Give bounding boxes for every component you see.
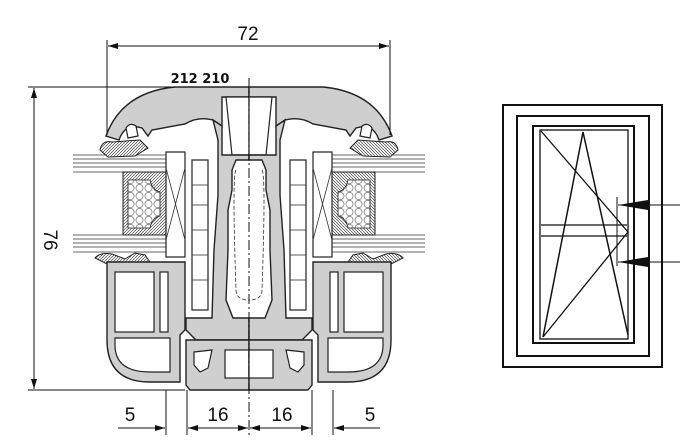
profile-section [73, 78, 426, 438]
window-outer-frame [502, 104, 663, 368]
dimension-bottom-right-offset: 5 [365, 405, 376, 426]
frame-chamber-upper [114, 271, 155, 333]
dimension-width-label: 72 [237, 24, 258, 45]
frame-chamber-lower [114, 337, 171, 373]
dimension-height-label: 76 [39, 229, 60, 250]
base-chamber [224, 349, 250, 379]
dimension-bottom-right-center: 16 [271, 405, 292, 426]
tilt-indicator [542, 131, 629, 338]
bottom-gasket [94, 252, 151, 265]
dimension-bottom-left-center: 16 [207, 405, 228, 426]
glass-pane-inner [73, 234, 166, 253]
base-hook [193, 349, 213, 373]
arrow-upper [618, 200, 680, 210]
frame-chamber-slot [159, 271, 169, 333]
desiccant-spacer [127, 179, 161, 229]
window-elevation [502, 104, 680, 368]
sash-frame [532, 125, 635, 344]
dimension-bottom-left-offset: 5 [125, 405, 136, 426]
glazing-block [165, 151, 186, 258]
arrow-lower [618, 257, 680, 267]
window-inner-frame [516, 115, 650, 357]
glass-pane-outer [73, 154, 166, 173]
dimension-bottom: 5 16 16 5 [118, 390, 380, 435]
sash-chambers [191, 159, 209, 311]
cap-chamber [225, 96, 250, 156]
turn-indicator [540, 130, 629, 338]
dimension-height: 76 [28, 86, 185, 391]
cap-clip [125, 123, 139, 139]
top-gasket [99, 139, 149, 158]
glass-outline [539, 129, 629, 340]
profile-code-label: 212 210 [171, 72, 230, 87]
steel-reinforcement-outline [233, 169, 250, 301]
profile-half-left [73, 86, 250, 391]
